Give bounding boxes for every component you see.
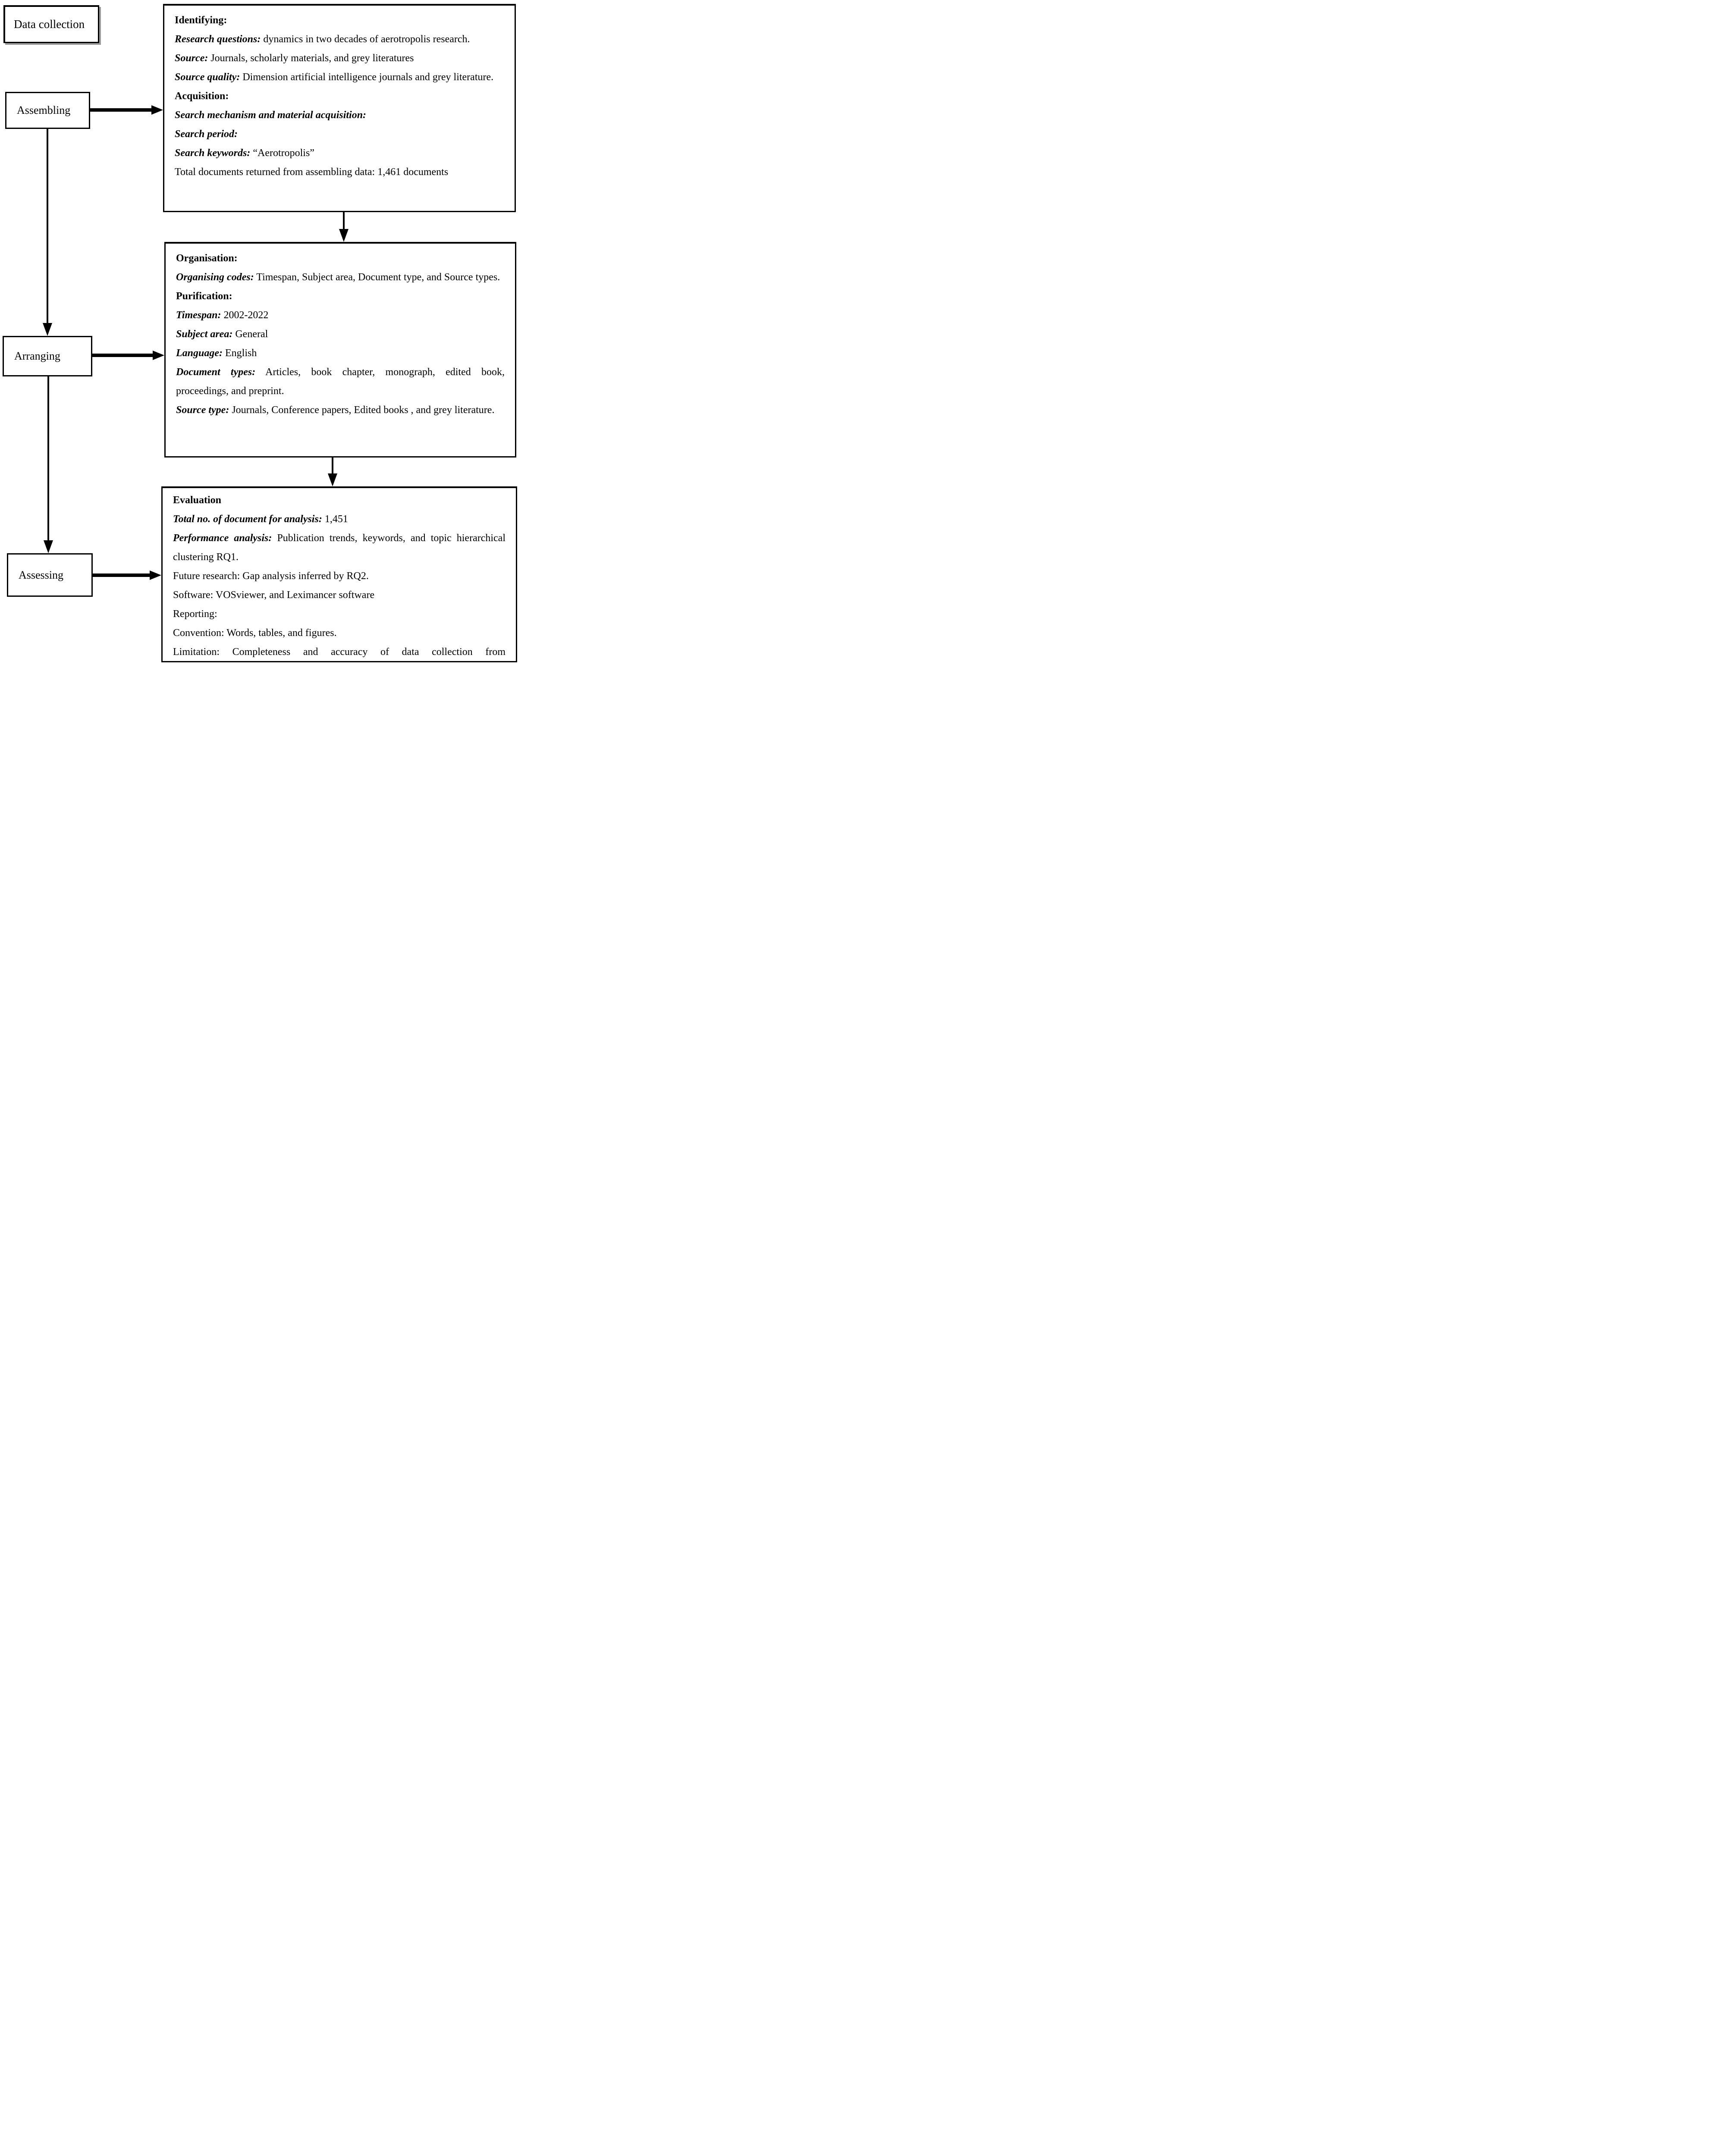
- line-text: 1,451: [322, 514, 348, 525]
- text-line: Identifying:: [175, 11, 504, 30]
- stage-box-assessing: Assessing: [7, 553, 93, 597]
- line-text: Journals, scholarly materials, and grey …: [208, 53, 414, 64]
- flowchart-data-collection: Data collection Assembling Arranging Ass…: [0, 0, 518, 667]
- line-label: Evaluation: [173, 495, 222, 506]
- text-line: Software: VOSviewer, and Leximancer soft…: [173, 586, 506, 605]
- data-collection-title-box: Data collection: [3, 5, 99, 43]
- arrow-down-icon: [44, 540, 53, 553]
- connector-assembling-to-arranging: [47, 129, 48, 323]
- line-text: Total documents returned from assembling…: [175, 166, 449, 178]
- line-label: Timespan:: [176, 310, 221, 321]
- line-label: Performance analysis:: [173, 533, 272, 544]
- text-line: Document types: Articles, book chapter, …: [176, 363, 505, 401]
- line-text: Timespan, Subject area, Document type, a…: [254, 272, 500, 283]
- stage-label: Assessing: [19, 568, 64, 581]
- line-label: Acquisition:: [175, 91, 229, 102]
- line-text: General: [232, 329, 268, 340]
- text-line: Evaluation: [173, 491, 506, 510]
- line-text: English: [223, 348, 257, 359]
- arrow-right-icon: [150, 570, 161, 580]
- line-text: Journals, Conference papers, Edited book…: [229, 404, 495, 416]
- organisation-box: Organisation: Organising codes: Timespan,…: [164, 242, 516, 458]
- line-text: Convention: Words, tables, and figures.: [173, 627, 337, 639]
- text-line: Timespan: 2002-2022: [176, 306, 505, 325]
- line-text: Publication trends, keywords, and topic …: [173, 533, 506, 563]
- text-line: Subject area: General: [176, 325, 505, 344]
- line-label: Search keywords:: [175, 147, 251, 159]
- text-line: Organisation:: [176, 249, 505, 268]
- text-line: Language: English: [176, 344, 505, 363]
- stage-label: Arranging: [14, 350, 60, 362]
- title-label: Data collection: [14, 18, 85, 31]
- text-line: Convention: Words, tables, and figures.: [173, 624, 506, 642]
- line-text: Future research: Gap analysis inferred b…: [173, 570, 369, 582]
- line-text: Software: VOSviewer, and Leximancer soft…: [173, 589, 375, 601]
- organisation-box-content: Organisation: Organising codes: Timespan,…: [176, 249, 505, 420]
- line-label: Search period:: [175, 128, 238, 140]
- line-text: Limitation: Completeness and accuracy of…: [173, 646, 506, 658]
- line-label: Search mechanism and material acquisitio…: [175, 110, 367, 121]
- text-line: Purification:: [176, 287, 505, 306]
- line-text: “Aerotropolis”: [250, 147, 314, 159]
- line-text: Dimension artificial intelligence journa…: [240, 72, 494, 83]
- text-line: Limitation: Completeness and accuracy of…: [173, 642, 506, 661]
- line-label: Source quality:: [175, 72, 240, 83]
- line-label: Identifying:: [175, 15, 227, 26]
- line-label: Organisation:: [176, 253, 238, 264]
- arrow-right-icon: [153, 351, 164, 360]
- line-label: Language:: [176, 348, 223, 359]
- connector-arranging-to-organisation: [92, 354, 153, 357]
- connector-assessing-to-evaluation: [93, 573, 150, 577]
- text-line: Total documents returned from assembling…: [175, 163, 504, 182]
- identifying-box-content: Identifying: Research questions: dynamics…: [175, 11, 504, 182]
- line-label: Total no. of document for analysis:: [173, 514, 322, 525]
- text-line: Search keywords: “Aerotropolis”: [175, 144, 504, 163]
- line-text: Articles, book chapter, monograph, edite…: [176, 367, 505, 397]
- line-label: Organising codes:: [176, 272, 254, 283]
- connector-identifying-to-organisation: [343, 212, 345, 229]
- connector-organisation-to-evaluation: [332, 458, 333, 473]
- line-text: Reporting:: [173, 608, 217, 620]
- connector-arranging-to-assessing: [47, 376, 49, 540]
- text-line: Source quality: Dimension artificial int…: [175, 68, 504, 87]
- line-text: 2002-2022: [221, 310, 269, 321]
- text-line: Total no. of document for analysis: 1,45…: [173, 510, 506, 529]
- identifying-box: Identifying: Research questions: dynamics…: [163, 4, 516, 212]
- text-line: Reporting:: [173, 605, 506, 624]
- text-line: Research questions: dynamics in two deca…: [175, 30, 504, 49]
- line-label: Subject area:: [176, 329, 233, 340]
- arrow-down-icon: [43, 323, 52, 336]
- text-line: Source: Journals, scholarly materials, a…: [175, 49, 504, 68]
- text-line: Performance analysis: Publication trends…: [173, 529, 506, 567]
- line-label: Document types:: [176, 367, 256, 378]
- stage-box-assembling: Assembling: [5, 92, 90, 129]
- arrow-down-icon: [328, 473, 337, 486]
- line-text: dynamics in two decades of aerotropolis …: [261, 34, 470, 45]
- text-line: Search mechanism and material acquisitio…: [175, 106, 504, 125]
- stage-box-arranging: Arranging: [3, 336, 92, 376]
- line-label: Source:: [175, 53, 208, 64]
- arrow-down-icon: [339, 229, 349, 242]
- line-label: Purification:: [176, 291, 232, 302]
- line-label: Source type:: [176, 404, 229, 416]
- arrow-right-icon: [151, 105, 163, 115]
- stage-label: Assembling: [17, 104, 71, 116]
- text-line: Organising codes: Timespan, Subject area…: [176, 268, 505, 287]
- text-line: Acquisition:: [175, 87, 504, 106]
- line-label: Research questions:: [175, 34, 261, 45]
- text-line: Source type: Journals, Conference papers…: [176, 401, 505, 420]
- connector-assembling-to-identifying: [90, 108, 153, 112]
- text-line: Search period:: [175, 125, 504, 144]
- text-line: Future research: Gap analysis inferred b…: [173, 567, 506, 586]
